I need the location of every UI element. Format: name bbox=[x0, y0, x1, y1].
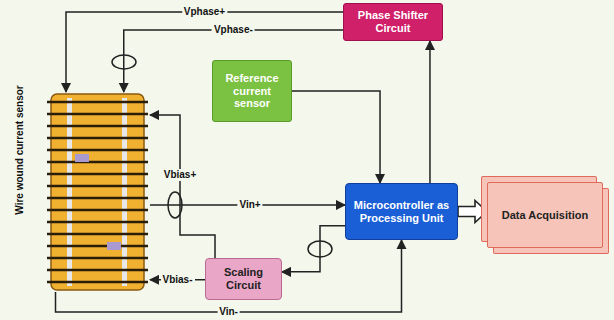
data-arrow bbox=[458, 201, 487, 223]
sensor-label: Wire wound current sensor bbox=[13, 50, 27, 250]
coil-pad bbox=[107, 242, 121, 250]
coil-winding bbox=[47, 161, 148, 164]
signal-name: Vin+ bbox=[237, 199, 262, 211]
coil-winding bbox=[47, 257, 148, 260]
output-box: Data Acquisition bbox=[487, 182, 603, 248]
box-label: Reference current sensor bbox=[218, 72, 286, 110]
coil-winding bbox=[47, 221, 148, 224]
coil-winding bbox=[47, 281, 148, 284]
signal-wire bbox=[66, 12, 343, 92]
box-label: Microcontroller as Processing Unit bbox=[351, 199, 452, 224]
coil-winding bbox=[47, 209, 148, 212]
coil-pad bbox=[75, 154, 89, 162]
signal-wire bbox=[429, 41, 431, 183]
signal-wire bbox=[292, 91, 380, 183]
coil-winding bbox=[47, 101, 148, 104]
signal-name: Vin- bbox=[217, 306, 240, 318]
coil-sensor: Wire wound current sensor bbox=[45, 92, 150, 292]
box-label: Data Acquisition bbox=[502, 209, 588, 222]
coil-winding bbox=[47, 113, 148, 116]
signal-name: Vphase+ bbox=[182, 6, 227, 18]
signal-wire bbox=[282, 226, 345, 272]
coil-winding bbox=[47, 137, 148, 140]
signal-wire bbox=[150, 115, 215, 258]
coil-winding bbox=[47, 149, 148, 152]
coil-winding bbox=[47, 173, 148, 176]
process-box: Reference current sensor bbox=[212, 60, 292, 122]
coil-winding bbox=[47, 233, 148, 236]
process-box: Microcontroller as Processing Unit bbox=[345, 183, 458, 240]
coil-winding bbox=[47, 185, 148, 188]
coil-winding bbox=[47, 269, 148, 272]
coil-winding bbox=[47, 245, 148, 248]
signal-name: Vbias+ bbox=[162, 169, 199, 181]
box-label: Phase Shifter Circuit bbox=[349, 9, 437, 34]
coil-illustration bbox=[45, 92, 150, 292]
signal-name: Vphase- bbox=[212, 24, 255, 36]
signal-name: Vbias- bbox=[160, 274, 194, 286]
process-box: Scaling Circuit bbox=[205, 258, 282, 300]
coil-winding bbox=[47, 125, 148, 128]
coil-winding bbox=[47, 197, 148, 200]
coil-core bbox=[51, 94, 144, 290]
process-box: Phase Shifter Circuit bbox=[343, 3, 443, 41]
box-label: Scaling Circuit bbox=[211, 266, 276, 291]
